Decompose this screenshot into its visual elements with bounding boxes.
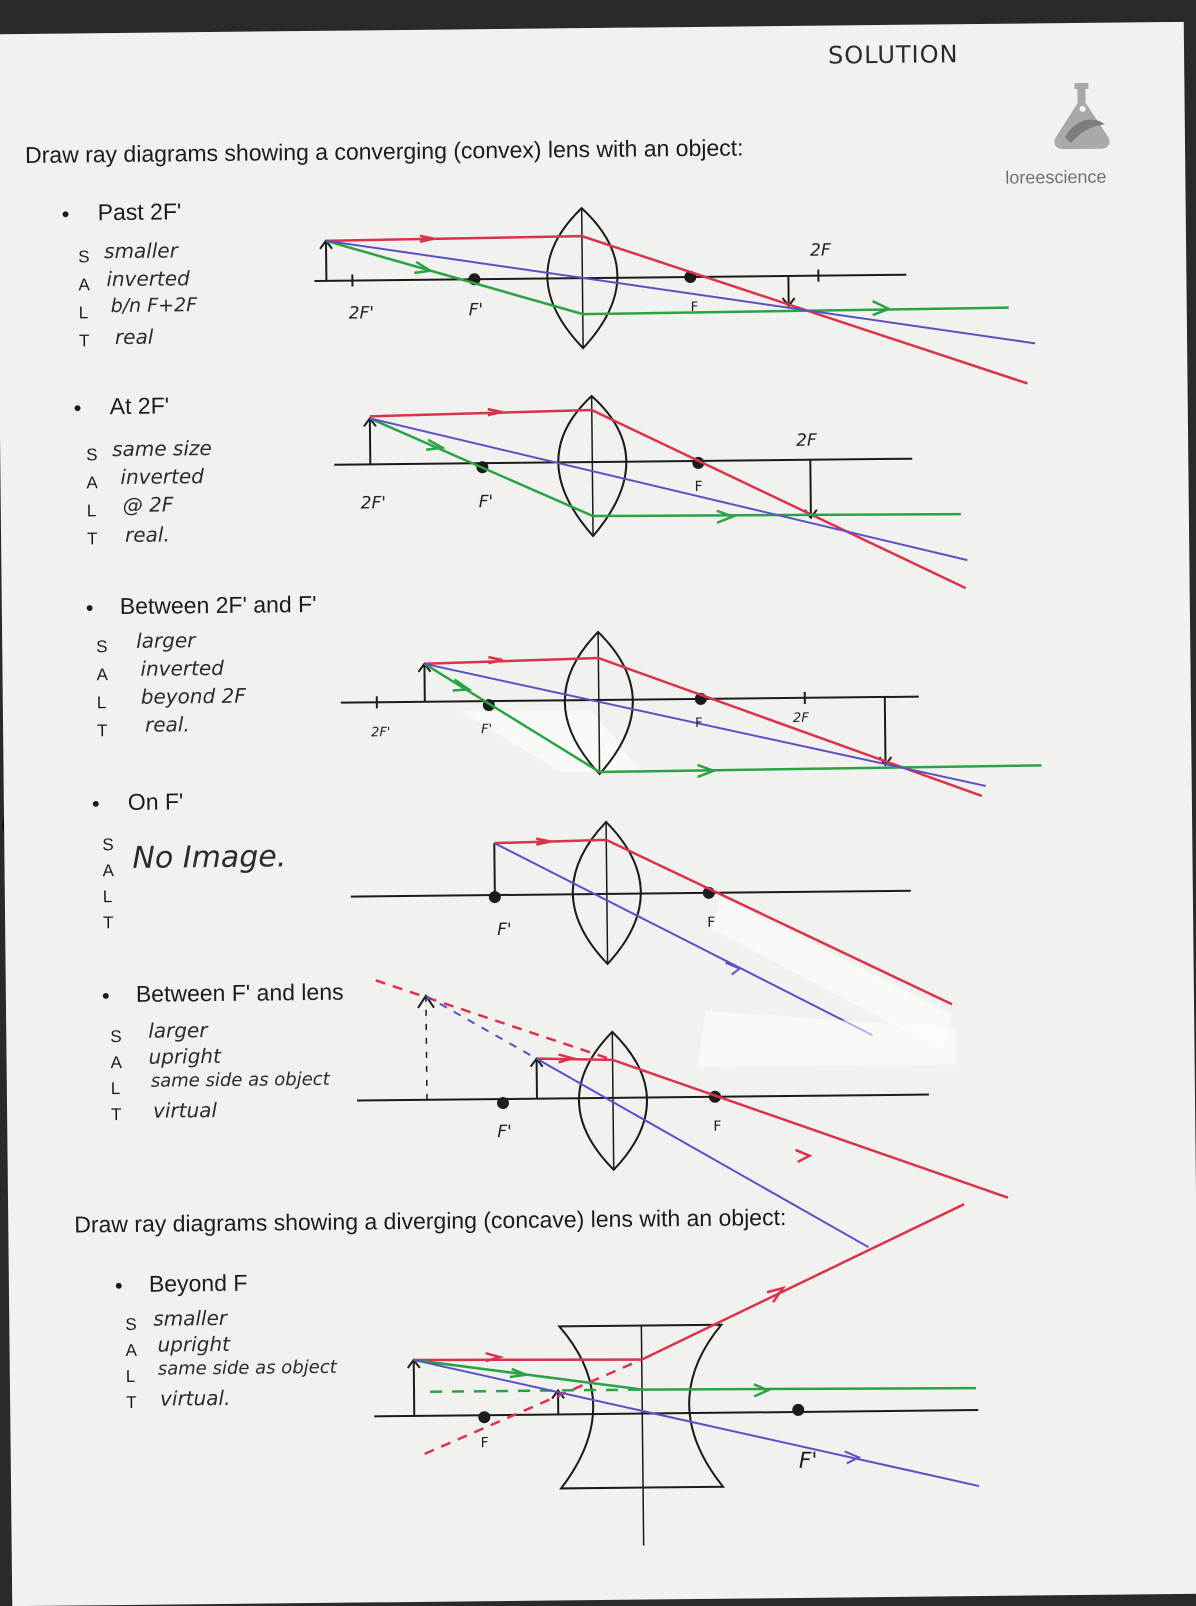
label-f-prime: F' [799,1449,818,1474]
answer-location: @ 2F [123,492,174,517]
answer-attitude: inverted [120,464,204,489]
answer-type: real. [125,522,170,546]
case-title: Past 2F' [98,198,182,226]
case-on-f-prime: • On F' S A L T No Image. [0,22,1184,34]
label-f: F [691,300,699,315]
answer-attitude: inverted [140,656,224,681]
label-f-prime: F' [479,492,494,512]
answer-attitude: inverted [106,266,190,291]
case-between-2f-prime-and-f-prime: • Between 2F' and F' S A L T larger inve… [0,22,1184,34]
converging-heading: Draw ray diagrams showing a converging (… [25,134,744,169]
answer-location: b/n F+2F [111,294,198,317]
diagram-beyond-f: F F' [372,1204,996,1550]
answer-location: beyond 2F [141,684,246,709]
salt-letter-s: S [110,1027,122,1047]
salt-letter-l: L [79,303,89,323]
solution-label: SOLUTION [828,40,959,69]
salt-letter-a: A [96,665,108,685]
worksheet-page: SOLUTION loreescience Draw ray diagrams … [0,22,1196,1606]
salt-letter-t: T [97,721,108,741]
answer-size: same size [112,436,212,461]
label-f: F [695,716,703,731]
label-f-prime: F' [469,300,484,320]
diagram-past-2f-prime: 2F' F' F 2F [314,203,1036,391]
case-title: Between 2F' and F' [120,591,317,620]
salt-letter-s: S [96,637,108,657]
label-f: F [480,1435,488,1451]
bullet: • [86,595,94,621]
label-f-prime: F' [497,1122,512,1142]
case-title: At 2F' [110,392,170,420]
salt-letter-s: S [78,247,90,267]
diagram-between-2f-prime-and-f-prime: 2F' F' F 2F [340,617,1062,815]
answer-type: virtual [153,1098,217,1123]
case-title: On F' [128,788,184,816]
salt-letter-a: A [125,1341,137,1361]
salt-letter-t: T [111,1105,122,1125]
salt-letter-s: S [102,835,114,855]
salt-letter-t: T [87,529,98,549]
label-2f-prime: 2F' [361,493,386,513]
label-f-prime: F' [481,722,492,737]
salt-letter-a: A [110,1053,122,1073]
bullet: • [92,791,100,817]
label-2f-prime: 2F' [371,725,390,740]
flask-leaf-icon [1036,78,1127,159]
salt-letter-a: A [78,275,90,295]
label-2f: 2F [810,241,831,261]
salt-letter-l: L [126,1367,136,1387]
label-2f: 2F [796,431,817,451]
salt-letter-t: T [126,1393,137,1413]
case-at-2f-prime: • At 2F' S A L T same size inverted @ 2F… [0,22,1184,34]
salt-letter-s: S [86,445,98,465]
bullet: • [115,1273,123,1299]
label-2f-prime: 2F' [349,303,374,323]
brand-name: loreescience [1005,167,1106,189]
bullet: • [62,202,70,228]
salt-letter-t: T [79,331,90,351]
salt-letter-a: A [102,861,114,881]
salt-letter-l: L [87,501,97,521]
salt-letter-l: L [103,887,113,907]
label-f: F [707,915,715,931]
answer-location: same side as object [151,1069,330,1092]
answer-location: same side as object [158,1357,337,1380]
answer-size: larger [148,1018,208,1043]
label-f-prime: F' [497,920,512,940]
salt-letter-t: T [103,913,114,933]
bullet: • [74,395,82,421]
answer-type: real [115,325,154,349]
label-f: F [694,479,702,495]
diagram-at-2f-prime: 2F' F' F 2F [334,392,976,599]
answer-size: larger [136,628,196,653]
bullet: • [102,983,110,1009]
label-2f: 2F [793,711,809,726]
salt-letter-s: S [125,1315,137,1335]
label-f: F [713,1119,721,1135]
answer-type: real. [145,712,190,736]
case-title: Between F' and lens [136,979,344,1008]
case-beyond-f: • Beyond F S A L T smaller upright same … [0,22,1184,34]
answer-no-image: No Image. [132,839,286,876]
answer-attitude: upright [157,1332,230,1357]
answer-size: smaller [104,238,178,263]
salt-letter-l: L [97,693,107,713]
brand-logo: loreescience [1036,78,1127,164]
answer-type: virtual. [160,1386,231,1411]
case-past-2f-prime: • Past 2F' S A L T smaller inverted b/n … [0,22,1184,34]
salt-letter-a: A [86,473,98,493]
case-title: Beyond F [149,1270,248,1298]
answer-attitude: upright [148,1044,221,1069]
salt-letter-l: L [111,1079,121,1099]
case-between-f-prime-and-lens: • Between F' and lens S A L T larger upr… [0,22,1184,34]
answer-size: smaller [153,1306,227,1331]
